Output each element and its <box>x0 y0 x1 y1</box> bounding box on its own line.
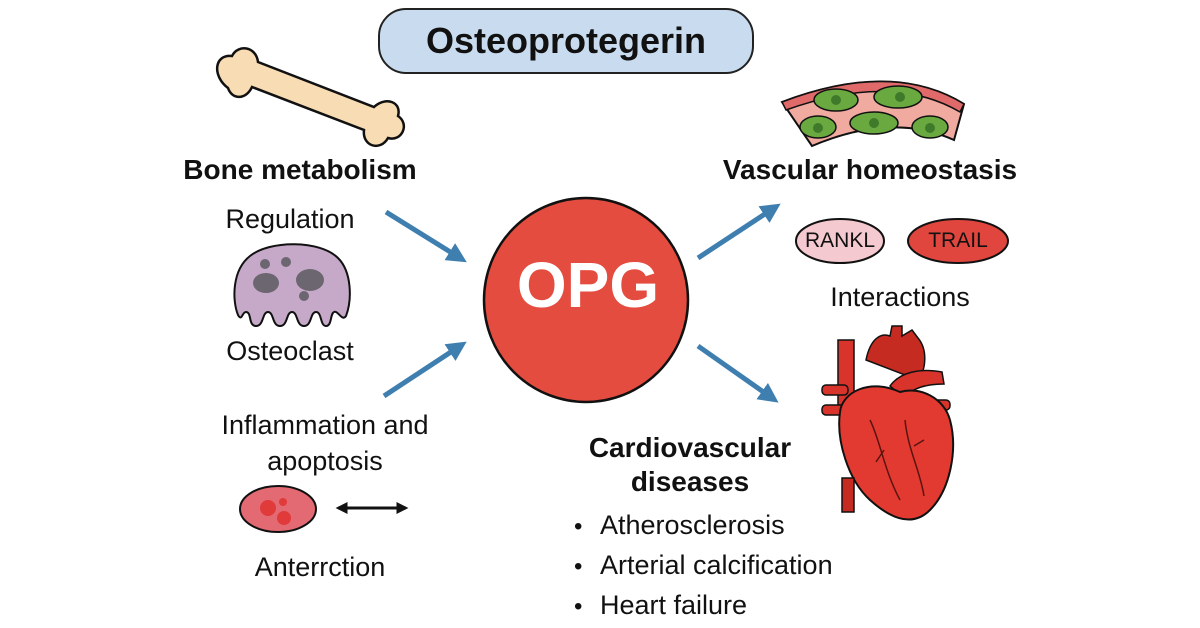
heart-icon <box>821 325 955 521</box>
cvd-item-arterial-calcification: Arterial calcification <box>574 546 833 586</box>
vascular-homeostasis-heading: Vascular homeostasis <box>722 154 1018 185</box>
opg-label: OPG <box>516 249 660 321</box>
cvd-heading-line1: Cardiovascular <box>588 432 792 463</box>
osteoclast-icon <box>233 243 351 328</box>
apoptotic-cell-icon <box>239 485 317 533</box>
cvd-item-atherosclerosis: Atherosclerosis <box>574 506 833 546</box>
cvd-item-heart-failure: Heart failure <box>574 586 833 626</box>
title-box: Osteoprotegerin <box>378 8 754 74</box>
bone-icon <box>216 47 406 148</box>
rankl-pill <box>795 218 885 264</box>
arrow-opg-to-cvd <box>696 343 779 403</box>
arrow-opg-to-vascular <box>696 203 781 261</box>
bone-metabolism-heading: Bone metabolism <box>183 154 417 185</box>
osteoclast-label: Osteoclast <box>226 336 354 366</box>
vessel-icon <box>780 80 966 148</box>
arrow-regulation-to-opg <box>384 209 467 263</box>
diagram-title: Osteoprotegerin <box>425 20 707 61</box>
arrow-inflammation-to-opg <box>382 341 467 399</box>
trail-label: TRAIL <box>928 229 988 252</box>
trail-pill <box>907 218 1009 264</box>
regulation-label: Regulation <box>225 204 355 234</box>
interactions-label: Interactions <box>830 282 970 312</box>
inflammation-label-line1: Inflammation and <box>221 410 429 440</box>
inflammation-label-line2: apoptosis <box>267 446 383 476</box>
opg-circle <box>482 196 690 404</box>
interaction-label: Anterrction <box>254 552 386 582</box>
cvd-heading-line2: diseases <box>630 466 750 497</box>
cvd-list: Atherosclerosis Arterial calcification H… <box>574 506 833 626</box>
rankl-label: RANKL <box>804 229 876 252</box>
